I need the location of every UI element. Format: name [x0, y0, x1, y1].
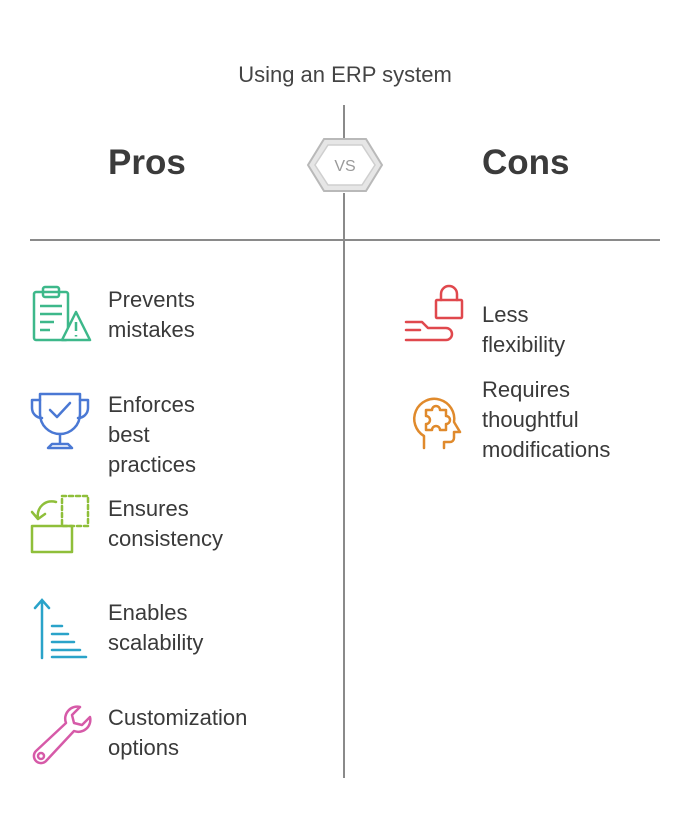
lock-hand-icon [404, 284, 464, 342]
pros-item-label: Customization options [108, 705, 248, 760]
clipboard-warning-icon [32, 285, 92, 342]
cons-item-label: Requires thoughtful modifications [482, 377, 611, 462]
head-puzzle-icon [413, 397, 462, 450]
wrench-icon [32, 705, 92, 765]
vs-badge: VS [306, 138, 384, 192]
pros-item-label: Prevents mistakes [108, 287, 195, 342]
center-divider-top [343, 105, 345, 145]
header-divider [30, 239, 660, 241]
center-divider [343, 193, 345, 778]
vs-label: VS [334, 158, 355, 175]
copy-arrow-icon [30, 494, 90, 554]
cons-item-label: Less flexibility [482, 302, 566, 357]
pros-heading: Pros [108, 143, 186, 182]
diagram-title: Using an ERP system [238, 62, 452, 87]
pros-item-label: Enables scalability [108, 600, 204, 655]
ascending-list-icon [33, 598, 88, 660]
pros-item-label: Ensures consistency [108, 496, 223, 551]
trophy-check-icon [30, 392, 90, 450]
cons-heading: Cons [482, 143, 570, 182]
pros-item-label: Enforces best practices [108, 392, 197, 477]
